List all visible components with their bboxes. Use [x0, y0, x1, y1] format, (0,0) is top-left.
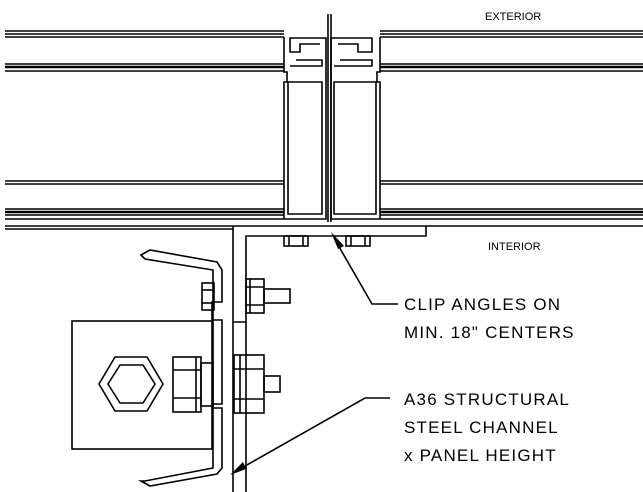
- channel-note-line-2: STEEL CHANNEL: [404, 418, 559, 437]
- clip-angles-note-line-1: CLIP ANGLES ON: [404, 295, 561, 314]
- channel-note-line-3: x PANEL HEIGHT: [404, 446, 557, 465]
- steel-channel: [137, 249, 247, 492]
- interior-label: INTERIOR: [488, 241, 541, 253]
- wall-panels: [5, 30, 643, 230]
- panel-joint: [283, 14, 381, 222]
- channel-note-line-1: A36 STRUCTURAL: [404, 390, 570, 409]
- clip-angles-note-line-2: MIN. 18" CENTERS: [404, 323, 575, 342]
- upper-bolt: [201, 278, 291, 314]
- drawing-labels: EXTERIOR INTERIOR CLIP ANGLES ON MIN. 18…: [404, 11, 575, 465]
- girt-section: [71, 320, 213, 450]
- lower-bolt: [172, 354, 281, 414]
- leader-lines: [230, 232, 398, 475]
- exterior-label: EXTERIOR: [485, 11, 541, 23]
- clip-angle: [232, 226, 427, 323]
